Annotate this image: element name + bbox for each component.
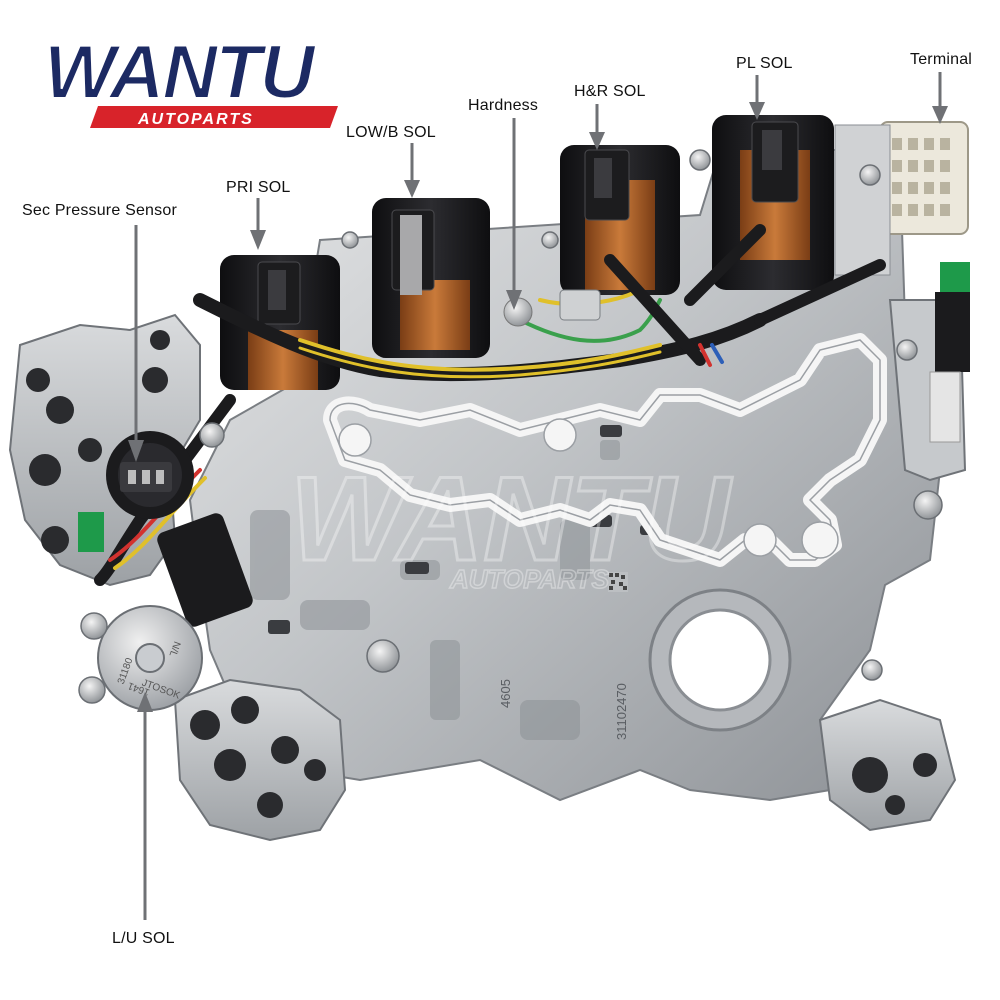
watermark: WANTU AUTOPARTS [289, 451, 735, 595]
arrow-terminal [932, 72, 948, 124]
watermark-brand: WANTU [290, 452, 733, 586]
low-b-solenoid [372, 198, 490, 358]
label-sec-pressure-sensor: Sec Pressure Sensor [22, 202, 177, 219]
arrow-low-b-sol [404, 143, 420, 198]
label-h-r-sol: H&R SOL [574, 83, 646, 100]
casting-number-a: 4605 [498, 679, 513, 708]
casting-number-b: 31102470 [614, 683, 629, 740]
gasket-edge [329, 339, 881, 561]
wantu-logo: WANTU AUTOPARTS [43, 29, 338, 128]
l-u-solenoid: 1641 N/L 31180 JTOSOK [97, 605, 203, 711]
terminal-connector [834, 121, 970, 443]
arrow-pri-sol [250, 198, 266, 250]
label-terminal: Terminal [910, 51, 973, 68]
arrow-hardness [506, 118, 522, 310]
label-pri-sol: PRI SOL [226, 179, 291, 196]
datamatrix-code [608, 572, 628, 592]
watermark-tagline: AUTOPARTS [449, 564, 610, 594]
label-hardness: Hardness [468, 97, 539, 114]
gasket-bolt-rings [338, 418, 839, 559]
arrow-h-r-sol [589, 104, 605, 150]
label-pl-sol: PL SOL [736, 55, 793, 72]
label-l-u-sol: L/U SOL [112, 930, 175, 947]
arrow-sec-pressure-sensor [128, 225, 144, 462]
label-low-b-sol: LOW/B SOL [346, 124, 436, 141]
logo-tagline: AUTOPARTS [137, 111, 254, 128]
sec-pressure-sensor [106, 431, 194, 519]
logo-brand: WANTU [44, 30, 317, 115]
wiring-harness [78, 224, 886, 627]
arrow-l-u-sol [137, 692, 153, 920]
arrow-pl-sol [749, 75, 765, 120]
callout-arrows [128, 72, 948, 920]
bolts [78, 149, 943, 704]
lu-sol-side: N/L [166, 640, 182, 659]
